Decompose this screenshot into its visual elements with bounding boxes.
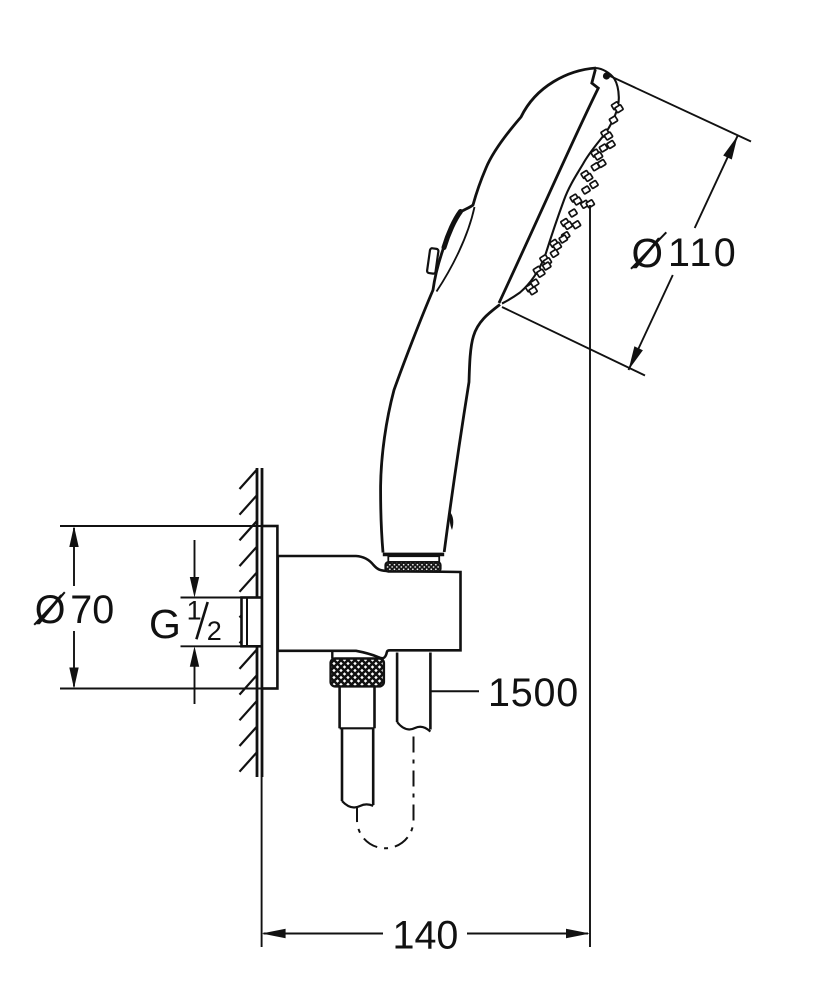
svg-text:70: 70 [70, 588, 114, 632]
svg-text:140: 140 [393, 913, 459, 957]
svg-text:2: 2 [207, 616, 222, 646]
svg-text:1500: 1500 [488, 671, 579, 715]
svg-text:G: G [149, 601, 181, 647]
svg-text:110: 110 [668, 231, 738, 275]
svg-text:1: 1 [187, 595, 202, 625]
svg-text:Ø: Ø [35, 588, 66, 632]
